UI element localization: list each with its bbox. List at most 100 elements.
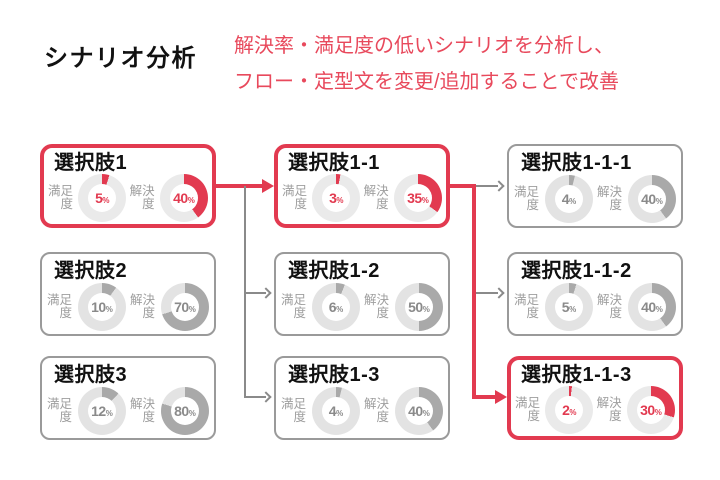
resolution-donut-chart: 80% — [160, 387, 209, 435]
node-card-option-1: 選択肢1 満足度 5% 解決度 40% — [40, 144, 216, 228]
connector-1-1-to-1-1-3 — [472, 395, 495, 399]
node-card-option-3: 選択肢3 満足度 12% 解決度 80% — [40, 356, 216, 440]
metrics-row: 満足度 10% 解決度 70% — [42, 283, 214, 331]
resolution-label: 解決度 — [129, 183, 155, 211]
resolution-donut-chart: 40% — [159, 174, 208, 222]
gray-arrowhead-icon — [493, 287, 505, 299]
satisfaction-donut-chart: 12% — [78, 387, 126, 435]
node-card-option-1-1-1: 選択肢1-1-1 満足度 4% 解決度 40% — [507, 144, 683, 228]
satisfaction-value: 4% — [561, 191, 577, 207]
connector-1-1-to-1-1-2 — [476, 292, 498, 294]
node-title: 選択肢3 — [54, 364, 128, 386]
resolution-donut-chart: 40% — [627, 175, 676, 223]
node-title: 選択肢1 — [54, 152, 128, 174]
resolution-value: 40% — [641, 299, 663, 315]
resolution-label: 解決度 — [363, 183, 389, 211]
resolution-value: 80% — [174, 403, 196, 419]
node-card-option-2: 選択肢2 満足度 10% 解決度 70% — [40, 252, 216, 336]
satisfaction-donut-chart: 6% — [312, 283, 360, 331]
gray-arrowhead-icon — [493, 180, 505, 192]
connector-branch-line — [244, 186, 246, 398]
resolution-donut-chart: 50% — [394, 283, 443, 331]
node-title: 選択肢1-1-2 — [521, 260, 632, 282]
resolution-value: 40% — [408, 403, 430, 419]
resolution-donut-chart: 40% — [394, 387, 443, 435]
connector-1-1-out — [450, 184, 476, 188]
resolution-value: 40% — [641, 191, 663, 207]
connector-1-to-1-1 — [216, 184, 264, 188]
node-title: 選択肢1-1-3 — [521, 364, 632, 386]
satisfaction-label: 満足度 — [281, 292, 307, 320]
gray-arrowhead-icon — [260, 287, 272, 299]
connector-1-to-1-2 — [246, 292, 266, 294]
satisfaction-label: 満足度 — [514, 292, 540, 320]
red-arrowhead-icon — [495, 390, 507, 404]
resolution-value: 50% — [408, 299, 430, 315]
satisfaction-value: 5% — [95, 190, 110, 206]
resolution-donut-chart: 30% — [626, 386, 675, 434]
resolution-donut-chart: 40% — [627, 283, 676, 331]
metrics-row: 満足度 2% 解決度 30% — [511, 386, 679, 434]
metrics-row: 満足度 4% 解決度 40% — [509, 175, 681, 223]
resolution-label: 解決度 — [363, 396, 389, 424]
satisfaction-label: 満足度 — [48, 183, 74, 211]
description-line-2: フロー・定型文を変更/追加することで改善 — [234, 71, 619, 93]
description-text: 解決率・満足度の低いシナリオを分析し、 フロー・定型文を変更/追加することで改善 — [234, 28, 619, 100]
satisfaction-label: 満足度 — [47, 396, 73, 424]
node-card-option-1-3: 選択肢1-3 満足度 4% 解決度 40% — [274, 356, 450, 440]
satisfaction-donut-chart: 3% — [312, 174, 361, 222]
connector-1-1-down — [472, 184, 476, 399]
metrics-row: 満足度 5% 解決度 40% — [44, 174, 212, 222]
satisfaction-value: 6% — [328, 299, 344, 315]
satisfaction-donut-chart: 5% — [545, 283, 593, 331]
resolution-label: 解決度 — [129, 396, 155, 424]
node-title: 選択肢1-1-1 — [521, 152, 632, 174]
node-title: 選択肢1-3 — [288, 364, 380, 386]
resolution-value: 40% — [173, 190, 195, 206]
description-line-1: 解決率・満足度の低いシナリオを分析し、 — [234, 35, 614, 57]
node-title: 選択肢1-1 — [288, 152, 380, 174]
metrics-row: 満足度 4% 解決度 40% — [276, 387, 448, 435]
metrics-row: 満足度 3% 解決度 35% — [278, 174, 446, 222]
satisfaction-donut-chart: 10% — [78, 283, 126, 331]
satisfaction-value: 2% — [562, 402, 577, 418]
satisfaction-donut-chart: 2% — [545, 386, 594, 434]
resolution-value: 30% — [640, 402, 662, 418]
satisfaction-value: 5% — [561, 299, 577, 315]
satisfaction-donut-chart: 5% — [78, 174, 127, 222]
connector-1-to-1-3 — [246, 396, 266, 398]
node-title: 選択肢1-2 — [288, 260, 380, 282]
node-card-option-1-1: 選択肢1-1 満足度 3% 解決度 35% — [274, 144, 450, 228]
node-card-option-1-1-2: 選択肢1-1-2 満足度 5% 解決度 40% — [507, 252, 683, 336]
satisfaction-value: 10% — [91, 299, 113, 315]
resolution-label: 解決度 — [596, 292, 622, 320]
satisfaction-donut-chart: 4% — [312, 387, 360, 435]
red-arrowhead-icon — [262, 179, 274, 193]
resolution-value: 35% — [407, 190, 429, 206]
resolution-label: 解決度 — [363, 292, 389, 320]
satisfaction-label: 満足度 — [282, 183, 308, 211]
node-title: 選択肢2 — [54, 260, 128, 282]
satisfaction-label: 満足度 — [515, 395, 541, 423]
resolution-donut-chart: 70% — [160, 283, 209, 331]
satisfaction-donut-chart: 4% — [545, 175, 593, 223]
node-card-option-1-1-3: 選択肢1-1-3 満足度 2% 解決度 30% — [507, 356, 683, 440]
resolution-label: 解決度 — [596, 184, 622, 212]
satisfaction-value: 4% — [328, 403, 344, 419]
satisfaction-label: 満足度 — [514, 184, 540, 212]
node-card-option-1-2: 選択肢1-2 満足度 6% 解決度 50% — [274, 252, 450, 336]
resolution-donut-chart: 35% — [393, 174, 442, 222]
page-title: シナリオ分析 — [44, 45, 197, 72]
resolution-label: 解決度 — [596, 395, 622, 423]
metrics-row: 満足度 6% 解決度 50% — [276, 283, 448, 331]
satisfaction-label: 満足度 — [47, 292, 73, 320]
resolution-label: 解決度 — [129, 292, 155, 320]
gray-arrowhead-icon — [260, 391, 272, 403]
satisfaction-label: 満足度 — [281, 396, 307, 424]
satisfaction-value: 3% — [329, 190, 344, 206]
metrics-row: 満足度 5% 解決度 40% — [509, 283, 681, 331]
connector-1-1-to-1-1-1 — [476, 185, 498, 187]
satisfaction-value: 12% — [91, 403, 113, 419]
metrics-row: 満足度 12% 解決度 80% — [42, 387, 214, 435]
